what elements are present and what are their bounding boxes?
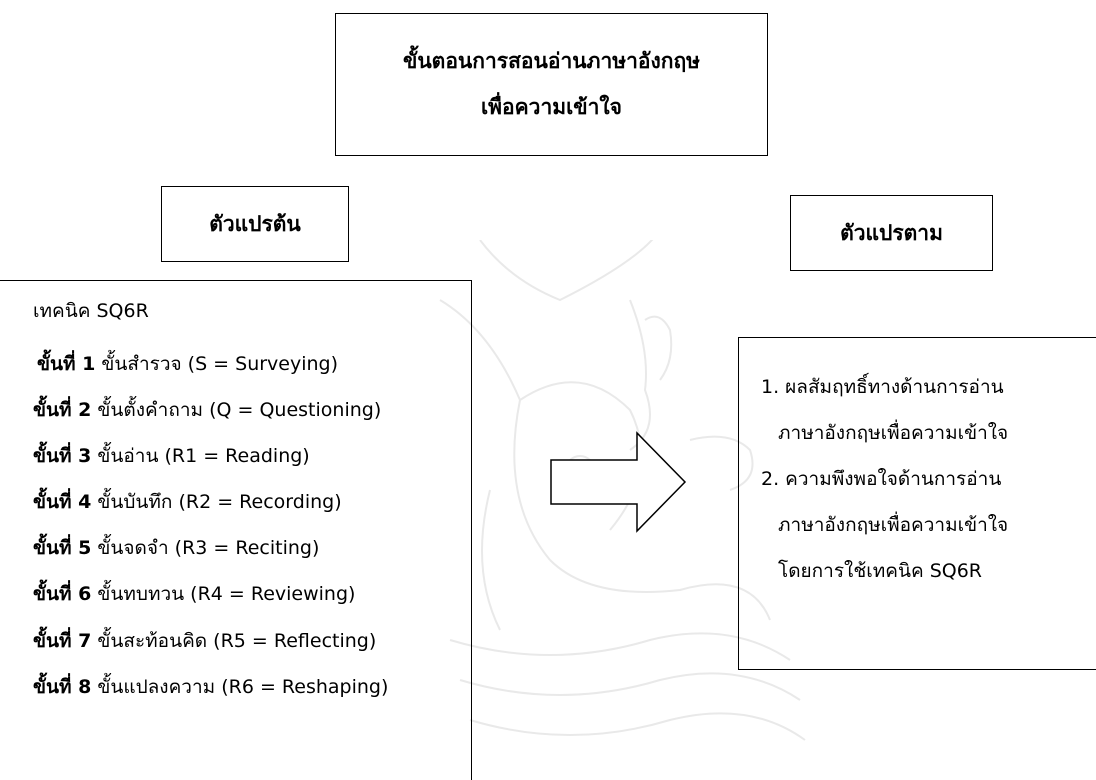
step-text: ขั้นทบทวน (R4 = Reviewing) [91,583,356,605]
outcome-line: ภาษาอังกฤษเพื่อความเข้าใจ [778,422,1009,444]
title-line-1: ขั้นตอนการสอนอ่านภาษาอังกฤษ [402,49,701,74]
step-item: ขั้นที่ 1 ขั้นสำรวจ (S = Surveying) [37,349,338,379]
independent-variable-header: ตัวแปรต้น [161,186,349,262]
step-item: ขั้นที่ 8 ขั้นแปลงความ (R6 = Reshaping) [33,672,388,702]
dependent-variable-box [738,337,1096,670]
step-label: ขั้นที่ 1 [37,353,96,375]
step-item: ขั้นที่ 4 ขั้นบันทึก (R2 = Recording) [33,487,342,517]
step-text: ขั้นสำรวจ (S = Surveying) [95,353,339,375]
step-label: ขั้นที่ 7 [33,630,92,652]
step-item: ขั้นที่ 5 ขั้นจดจำ (R3 = Reciting) [33,533,319,563]
step-label: ขั้นที่ 5 [33,537,92,559]
step-item: ขั้นที่ 3 ขั้นอ่าน (R1 = Reading) [33,441,310,471]
title-box: ขั้นตอนการสอนอ่านภาษาอังกฤษ เพื่อความเข้… [335,13,768,156]
technique-title: เทคนิค SQ6R [33,300,149,322]
step-label: ขั้นที่ 2 [33,399,92,421]
independent-variable-box [0,280,472,780]
step-label: ขั้นที่ 4 [33,491,92,513]
step-text: ขั้นบันทึก (R2 = Recording) [91,491,342,513]
step-text: ขั้นอ่าน (R1 = Reading) [91,445,310,467]
step-text: ขั้นตั้งคำถาม (Q = Questioning) [91,399,382,421]
right-arrow [550,431,687,533]
outcome-line: โดยการใช้เทคนิค SQ6R [778,560,982,582]
step-label: ขั้นที่ 6 [33,583,92,605]
title-line-2: เพื่อความเข้าใจ [481,94,622,119]
step-text: ขั้นแปลงความ (R6 = Reshaping) [91,676,389,698]
outcome-line: 2. ความพึงพอใจด้านการอ่าน [761,468,1002,490]
step-item: ขั้นที่ 7 ขั้นสะท้อนคิด (R5 = Reflecting… [33,626,376,656]
step-text: ขั้นจดจำ (R3 = Reciting) [91,537,320,559]
outcome-line: ภาษาอังกฤษเพื่อความเข้าใจ [778,514,1009,536]
step-item: ขั้นที่ 6 ขั้นทบทวน (R4 = Reviewing) [33,579,355,609]
step-item: ขั้นที่ 2 ขั้นตั้งคำถาม (Q = Questioning… [33,395,381,425]
dependent-variable-header: ตัวแปรตาม [790,195,993,271]
step-text: ขั้นสะท้อนคิด (R5 = Reflecting) [91,630,377,652]
step-label: ขั้นที่ 8 [33,676,92,698]
step-label: ขั้นที่ 3 [33,445,92,467]
outcome-line: 1. ผลสัมฤทธิ์ทางด้านการอ่าน [761,376,1004,398]
